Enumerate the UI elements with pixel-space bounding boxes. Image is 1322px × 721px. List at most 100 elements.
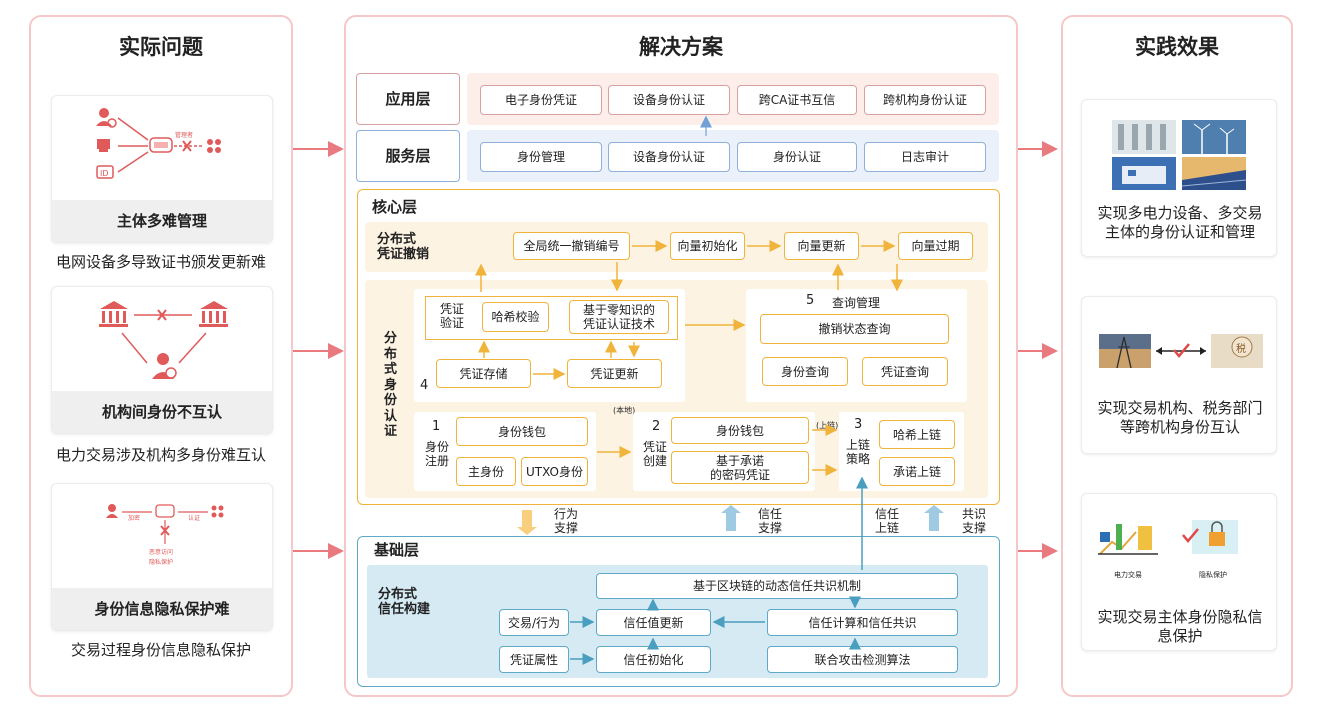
user-shield-icon (106, 504, 118, 518)
joint-attack-detection: 联合攻击检测算法 (767, 646, 958, 673)
problems-title: 实际问题 (119, 35, 203, 59)
service-layer-label: 服务层 (356, 130, 460, 182)
result-1-images (1112, 120, 1247, 190)
app-item-cross-ca: 跨CA证书互信 (737, 85, 857, 115)
id-card-icon: ID (96, 165, 114, 179)
malicious-mini-label: 恶意访问 (149, 548, 173, 556)
service-item-id-mgmt: 身份管理 (480, 142, 602, 172)
problem-card-1: ID 管理者 主体多难管理 (51, 95, 273, 243)
trust-init: 信任初始化 (596, 646, 711, 673)
result-3-images: 电力交易 隐私保护 (1098, 520, 1238, 579)
trust-calc-consensus: 信任计算和信任共识 (767, 609, 958, 636)
power-tower-photo (1099, 334, 1151, 369)
app-layer-label: 应用层 (356, 73, 460, 125)
auth-mini-label: 认证 (188, 514, 200, 522)
step-3-num: 3 (854, 417, 863, 432)
blockchain-trust-consensus: 基于区块链的动态信任共识机制 (596, 573, 958, 599)
cred-update: 凭证更新 (567, 359, 662, 388)
main-identity: 主身份 (456, 457, 516, 486)
result-2-caption: 实现交易机构、税务部门 等跨机构身份互认 (1097, 399, 1263, 436)
hash-verify: 哈希校验 (482, 302, 549, 332)
step-4-num: 4 (420, 378, 429, 393)
privacy-mini-label: 隐私保护 (149, 558, 173, 566)
onchain-label: 上链 策略 (846, 438, 871, 466)
app-item-device-auth: 设备身份认证 (608, 85, 730, 115)
problems-column: 实际问题 ID 管理者 主体多难管理 电网设备多导致证书颁发更新难 机 (29, 15, 293, 697)
power-trade-label: 电力交易 (1114, 570, 1142, 579)
utxo-identity: UTXO身份 (521, 457, 588, 486)
cross-icon (160, 525, 170, 536)
revoke-status-query: 撤销状态查询 (760, 314, 949, 344)
privacy-lock-icon (1182, 520, 1238, 554)
problem-1-illustration: ID 管理者 (96, 108, 221, 179)
step-1-num: 1 (432, 419, 441, 434)
problem-card-2: 机构间身份不互认 (51, 286, 273, 434)
manager-mini-label: 管理者 (175, 131, 193, 139)
create-wallet: 身份钱包 (671, 417, 809, 444)
global-revoke-id: 全局统一撤销编号 (513, 232, 630, 260)
privacy-label: 隐私保护 (1199, 570, 1227, 579)
cloud-server-icon (149, 137, 173, 153)
power-building-photo (1112, 157, 1176, 190)
solar-panel-photo (1181, 157, 1247, 190)
result-2-images: 税 (1099, 334, 1263, 369)
solution-title: 解决方案 (639, 35, 723, 59)
service-item-device-auth: 设备身份认证 (608, 142, 730, 172)
cred-store: 凭证存储 (436, 359, 531, 388)
device-icon (97, 139, 110, 152)
step-5-num: 5 (806, 293, 815, 308)
support-behavior: 行为 支撑 (554, 507, 579, 535)
base-layer-label: 基础层 (374, 541, 420, 559)
node-grid-icon (207, 139, 221, 153)
svg-text:ID: ID (100, 169, 109, 178)
result-3-caption: 实现交易主体身份隐私信 息保护 (1097, 608, 1263, 645)
svg-text:税: 税 (1236, 342, 1246, 355)
result-card-1: 实现多电力设备、多交易 主体的身份认证和管理 (1081, 99, 1277, 257)
trust-value-update: 信任值更新 (596, 609, 711, 636)
bank-icon (99, 301, 128, 327)
support-trust: 信任 支撑 (758, 507, 783, 535)
problem-2-label: 机构间身份不互认 (52, 391, 272, 433)
results-title: 实践效果 (1135, 35, 1219, 59)
bank-icon (199, 301, 228, 327)
identity-query: 身份查询 (762, 357, 848, 386)
power-trade-icon (1098, 524, 1158, 555)
encrypt-mini-label: 加密 (128, 514, 140, 522)
step-2-num: 2 (652, 419, 661, 434)
problem-2-caption: 电力交易涉及机构多身份难互认 (55, 446, 266, 464)
result-card-2: 税 实现交易机构、税务部门 等跨机构身份互认 (1081, 296, 1277, 454)
problem-1-label: 主体多难管理 (52, 200, 272, 242)
cloud-server-icon (155, 504, 175, 518)
vector-init: 向量初始化 (670, 232, 745, 260)
create-label: 凭证 创建 (643, 440, 668, 468)
problem-2-illustration (99, 301, 228, 379)
zk-cred-auth: 基于零知识的 凭证认证技术 (569, 300, 669, 334)
support-trust-chain: 信任 上链 (875, 507, 900, 535)
cross-icon (182, 140, 192, 152)
user-shield-icon (152, 353, 177, 379)
problem-1-caption: 电网设备多导致证书颁发更新难 (55, 253, 266, 271)
trade-behavior: 交易/行为 (499, 609, 569, 636)
app-item-cross-org: 跨机构身份认证 (864, 85, 986, 115)
local-tag: (本地) (613, 406, 636, 415)
node-grid-icon (211, 505, 224, 518)
auth-label: 分 布 式 身 份 认 证 (384, 331, 398, 439)
substation-photo (1112, 120, 1176, 154)
wind-turbine-photo (1182, 120, 1246, 154)
result-card-3: 电力交易 隐私保护 实现交易主体身份隐私信 息保护 (1081, 493, 1277, 651)
credential-query: 凭证查询 (862, 357, 948, 386)
register-label: 身份 注册 (425, 440, 450, 468)
service-item-id-auth: 身份认证 (737, 142, 857, 172)
verify-label: 凭证 验证 (440, 302, 465, 330)
trust-build-label: 分布式 信任构建 (378, 587, 431, 617)
tax-coin-photo: 税 (1211, 334, 1263, 368)
cross-icon (157, 309, 167, 321)
app-item-e-credential: 电子身份凭证 (480, 85, 602, 115)
vector-expire: 向量过期 (898, 232, 973, 260)
vector-update: 向量更新 (784, 232, 859, 260)
revoke-label: 分布式 凭证撤销 (377, 232, 430, 262)
service-item-audit-log: 日志审计 (864, 142, 986, 172)
register-wallet: 身份钱包 (456, 417, 588, 446)
commit-credential: 基于承诺 的密码凭证 (671, 451, 809, 484)
